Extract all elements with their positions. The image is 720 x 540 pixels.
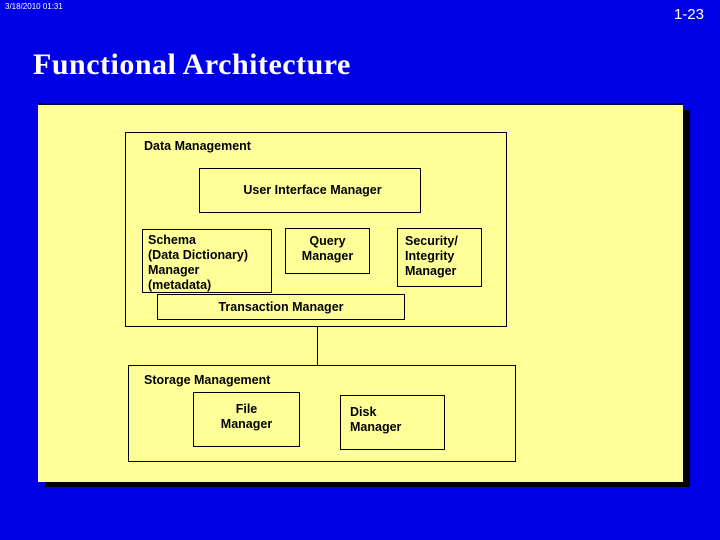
box-label-query-manager: Query Manager (301, 234, 354, 263)
box-disk-manager[interactable] (340, 395, 445, 450)
box-label-transaction-manager: Transaction Manager (218, 300, 344, 314)
box-schema-manager[interactable] (142, 229, 272, 293)
box-label-user-interface-manager: User Interface Manager (243, 183, 382, 197)
box-label-disk-manager: Disk Manager (350, 405, 402, 434)
page-title: Functional Architecture (33, 48, 351, 81)
connector-line-data-to-storage (317, 327, 318, 365)
group-label-storage-management: Storage Management (144, 373, 271, 387)
group-label-data-management: Data Management (144, 139, 251, 153)
box-label-file-manager: File Manager (220, 402, 273, 431)
group-box-storage-management (128, 365, 516, 462)
box-user-interface-manager[interactable] (199, 168, 421, 213)
box-query-manager[interactable] (285, 228, 370, 274)
box-label-security-integrity-manager: Security/ Integrity Manager (405, 234, 458, 278)
box-security-integrity-manager[interactable] (397, 228, 482, 287)
timestamp: 3/18/2010 01:31 (5, 2, 63, 11)
box-transaction-manager[interactable] (157, 294, 405, 320)
page-number: 1-23 (673, 6, 704, 23)
diagram-panel: Data Management User Interface Manager S… (38, 103, 683, 482)
box-label-schema-manager: Schema (Data Dictionary) Manager (metada… (148, 233, 249, 292)
box-file-manager[interactable] (193, 392, 300, 447)
